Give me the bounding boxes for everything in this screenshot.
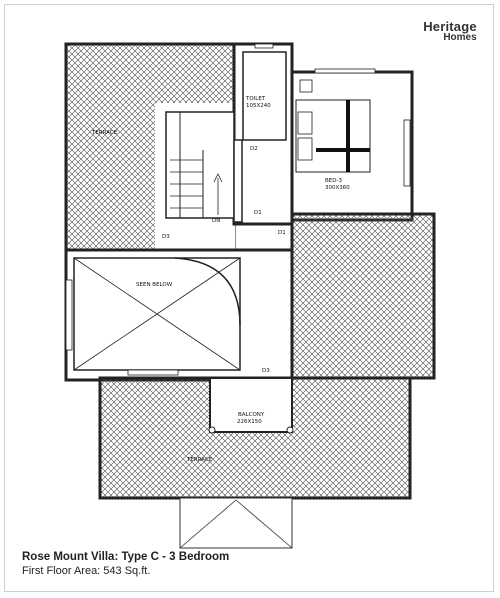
toilet-label: TOILET xyxy=(245,96,266,102)
plan-area: First Floor Area: 543 Sq.ft. xyxy=(22,565,151,577)
staircase xyxy=(165,111,243,223)
brand-subname: Homes xyxy=(443,32,477,43)
balcony xyxy=(208,377,294,434)
upper-rooms xyxy=(232,42,414,226)
door-d2-label: D2 xyxy=(250,146,258,152)
balcony-label: BALCONY xyxy=(238,412,265,418)
terrace-bottom-label: TERRACE xyxy=(186,457,213,463)
bed-label: BED-3 xyxy=(325,178,342,184)
stair-dn-label: DN xyxy=(212,218,220,224)
toilet-window xyxy=(254,43,274,49)
brand-name: Heritage xyxy=(423,19,477,34)
toilet-room xyxy=(242,51,287,141)
door-d1-label-a: D1 xyxy=(254,210,262,216)
seen-below-label: SEEN BELOW xyxy=(136,282,173,288)
toilet-size-label: 105X240 xyxy=(246,103,271,109)
brand-logo: Heritage Homes xyxy=(418,20,482,43)
bed-window-top xyxy=(314,68,376,74)
terrace-top-label: TERRACE xyxy=(91,130,118,136)
door-d3-label-b: D3 xyxy=(262,368,270,374)
bed-size-label: 300X360 xyxy=(325,185,350,191)
void-area xyxy=(64,248,294,382)
door-d1-label-b: D1 xyxy=(278,230,286,236)
balcony-size-label: 226X150 xyxy=(237,419,262,425)
door-d3-label-a: D3 xyxy=(162,234,170,240)
terrace-right xyxy=(290,212,436,380)
lower-window xyxy=(127,369,179,376)
bed-icon xyxy=(295,79,371,173)
porch xyxy=(179,497,293,549)
page-frame xyxy=(4,4,494,592)
plan-caption: Rose Mount Villa: Type C - 3 Bedroom Fir… xyxy=(22,550,229,579)
plan-title: Rose Mount Villa: Type C - 3 Bedroom xyxy=(22,551,230,563)
bed-window-right xyxy=(403,119,411,187)
void-window xyxy=(65,279,73,351)
